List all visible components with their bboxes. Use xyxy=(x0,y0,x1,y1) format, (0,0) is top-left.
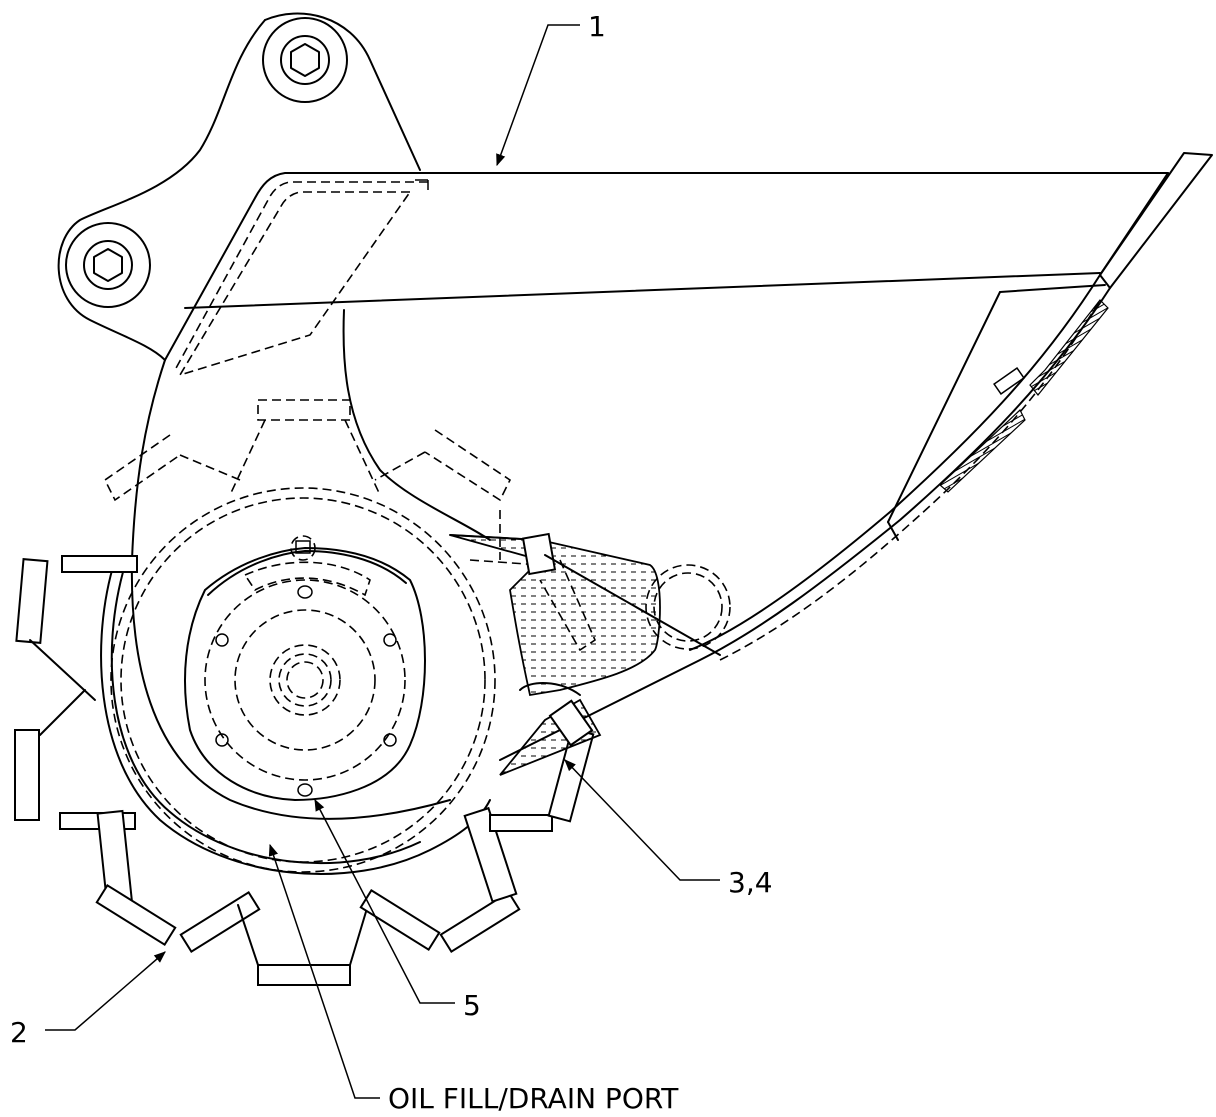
callout-5: 5 xyxy=(463,989,481,1022)
callout-2: 2 xyxy=(10,1016,28,1049)
callout-oil-port: OIL FILL/DRAIN PORT xyxy=(388,1082,679,1115)
leader-lines xyxy=(45,24,720,1099)
cutter-teeth xyxy=(14,399,595,986)
callout-3-4: 3,4 xyxy=(728,866,773,899)
callout-1: 1 xyxy=(588,10,606,43)
gear-hub xyxy=(184,535,426,801)
drum xyxy=(100,487,496,875)
tooth-holders xyxy=(449,532,731,776)
mounting-bracket xyxy=(57,12,421,361)
housing-frame xyxy=(130,152,1213,820)
